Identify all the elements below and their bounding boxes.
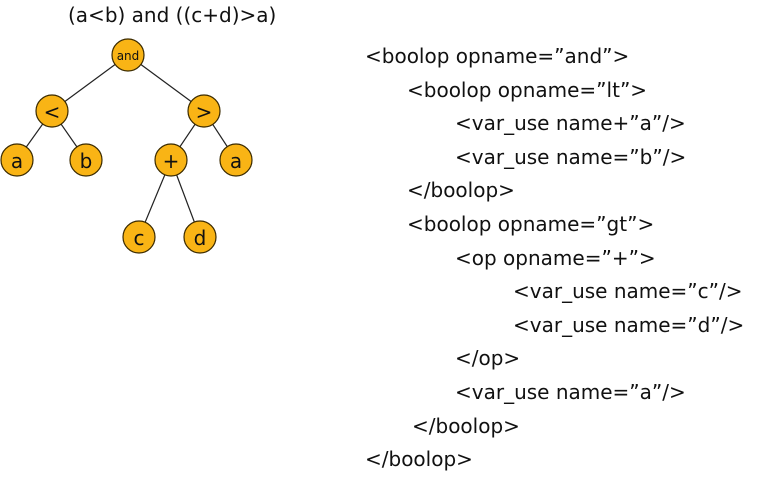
tree-node-gt: > xyxy=(187,94,221,128)
xml-line: <boolop opname=”gt”> xyxy=(407,212,655,236)
node-circle xyxy=(183,220,217,254)
tree-node-b: b xyxy=(69,143,103,177)
xml-line: <var_use name=”d”/> xyxy=(513,312,745,337)
node-label: c xyxy=(134,226,145,250)
node-circle xyxy=(111,38,145,72)
tree-node-c: c xyxy=(122,220,156,254)
xml-line: </op> xyxy=(455,346,521,371)
tree-node-plus: + xyxy=(154,143,188,177)
node-label: and xyxy=(117,49,140,63)
xml-line: </boolop> xyxy=(412,413,520,438)
xml-line: <var_use name=”c”/> xyxy=(513,279,743,304)
node-circle xyxy=(187,94,221,128)
node-label: < xyxy=(44,100,61,124)
node-circle xyxy=(35,94,69,128)
node-circle xyxy=(69,143,103,177)
tree-node-a2: a xyxy=(219,143,253,177)
xml-line: <var_use name+”a”/> xyxy=(455,111,686,136)
tree-node-and: and xyxy=(111,38,145,72)
xml-line: </boolop> xyxy=(365,447,473,472)
node-label: + xyxy=(163,149,180,173)
xml-line: <var_use name=”a”/> xyxy=(455,380,686,404)
xml-line: <boolop opname=”and”> xyxy=(365,44,630,68)
expression-title: (a<b) and ((c+d)>a) xyxy=(68,3,277,27)
node-circle xyxy=(154,143,188,177)
tree-node-lt: < xyxy=(35,94,69,128)
expression-tree: and < > a b + a c d xyxy=(0,38,253,254)
xml-line: <op opname=”+”> xyxy=(455,245,656,270)
node-circle xyxy=(219,143,253,177)
tree-node-a1: a xyxy=(0,143,34,177)
node-circle xyxy=(122,220,156,254)
node-label: > xyxy=(196,100,213,124)
node-label: a xyxy=(230,149,242,173)
xml-line: <boolop opname=”lt”> xyxy=(407,77,648,102)
node-label: a xyxy=(11,149,23,173)
node-label: d xyxy=(194,226,207,250)
tree-node-d: d xyxy=(183,220,217,254)
node-label: b xyxy=(80,149,93,173)
xml-line: </boolop> xyxy=(407,178,515,203)
node-circle xyxy=(0,143,34,177)
xml-line: <var_use name=”b”/> xyxy=(455,144,687,169)
